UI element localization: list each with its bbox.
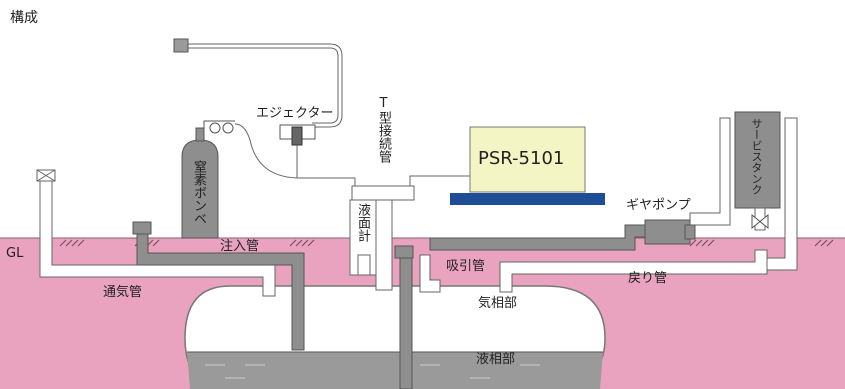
ejector: [279, 124, 316, 178]
service-tank-label: サービスタンク: [750, 118, 763, 195]
ejector-label: エジェクター: [256, 106, 334, 121]
injection-pipe-label: 注入管: [220, 239, 260, 254]
vent-pipe: [36, 169, 276, 297]
page-title: 構成: [10, 10, 38, 26]
top-valve-box: [173, 38, 189, 53]
gear-pump-label: ギヤポンプ: [626, 198, 691, 213]
level-gauge-label: 液面計: [355, 203, 370, 242]
psr-model-label: PSR-5101: [478, 148, 565, 169]
gas-phase-label: 気相部: [478, 296, 518, 311]
nitrogen-cylinder: [181, 120, 235, 239]
nitrogen-cylinder-label: 窒素ボンベ: [191, 160, 206, 225]
underground-tank: [184, 285, 606, 389]
ground-level-label: GL: [6, 246, 24, 261]
vent-pipe-label: 通気管: [103, 285, 143, 300]
psr-unit: [450, 126, 605, 205]
t-joint: [349, 185, 415, 291]
suction-pipe-label: 吸引管: [446, 259, 486, 274]
t-joint-label: T型接続管: [376, 96, 391, 163]
gear-pump: [644, 219, 696, 245]
hoses: [185, 43, 470, 190]
injection-pipe: [132, 221, 305, 351]
liquid-phase-label: 液相部: [476, 352, 516, 367]
return-pipe: [419, 117, 798, 293]
service-tank: [734, 111, 781, 231]
return-pipe-label: 戻り管: [628, 271, 668, 286]
